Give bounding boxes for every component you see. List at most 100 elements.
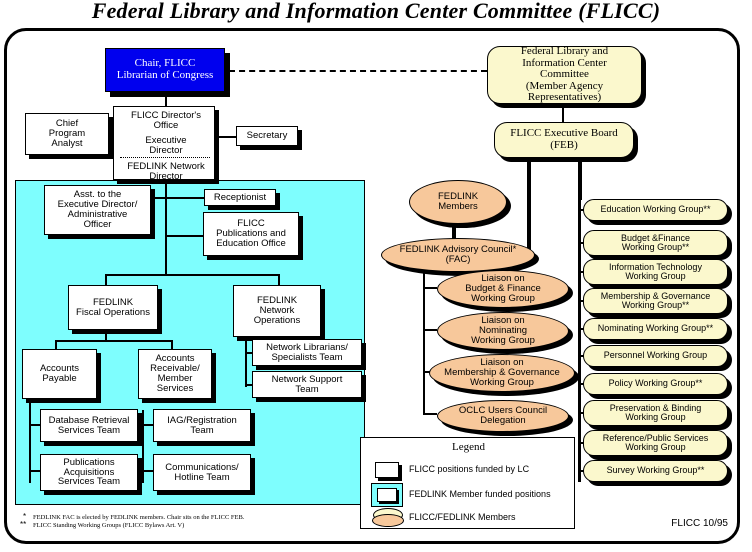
connector-fac-to-budget (423, 287, 437, 289)
node-communications-hotline-team[interactable]: Communications/Hotline Team (153, 454, 251, 491)
footnote-mark-1: ** (20, 520, 27, 529)
connector-fac-to-nominating (423, 329, 437, 331)
connector-directors-to-secretary (214, 136, 236, 138)
legend: Legend FLICC positions funded by LC FEDL… (360, 437, 575, 529)
legend-label-fedlink-funded: FEDLINK Member funded positions (409, 489, 551, 499)
connector-netops-vertical (245, 337, 247, 387)
connector-chair-to-committee-dashed (229, 70, 487, 72)
legend-swatch-fedlink-funded (371, 483, 403, 507)
date-stamp: FLICC 10/95 (671, 518, 728, 529)
node-secretary-label: Secretary (246, 130, 288, 142)
node-receptionist[interactable]: Receptionist (204, 189, 276, 206)
connector-wg-stub-7 (578, 412, 586, 414)
connector-to-accounts-payable (55, 340, 57, 349)
connector-chair-to-directors (165, 92, 167, 106)
legend-swatch-peach-oval (372, 514, 404, 527)
node-network-librarians-specialists-team[interactable]: Network Librarians/Specialists Team (252, 339, 362, 366)
connector-fiscal-children-split (55, 340, 173, 342)
legend-label-lc-funded: FLICC positions funded by LC (409, 464, 530, 474)
connector-down-network (278, 274, 280, 285)
footnote-0: FEDLINK FAC is elected by FEDLINK member… (33, 514, 245, 521)
node-fedlink-advisory-council[interactable]: FEDLINK Advisory Council*(FAC) (381, 238, 535, 272)
working-group-9-label: Survey Working Group** (606, 465, 705, 476)
node-flicc-executive-board[interactable]: FLICC Executive Board(FEB) (494, 122, 634, 158)
node-working-group-5[interactable]: Personnel Working Group (583, 345, 728, 367)
connector-ar-to-communications (142, 470, 154, 472)
connector-wg-stub-9 (578, 470, 586, 472)
connector-netops-to-librarians (245, 352, 257, 354)
node-working-group-4[interactable]: Nominating Working Group** (583, 318, 728, 340)
connector-to-receptionist (152, 197, 204, 199)
connector-ops-split (105, 274, 280, 276)
connector-down-fiscal (105, 274, 107, 285)
connector-feb-to-fac (527, 158, 531, 254)
node-working-group-9[interactable]: Survey Working Group** (583, 460, 728, 482)
working-group-4-label: Nominating Working Group** (597, 323, 714, 334)
node-fac-label: FEDLINK Advisory Council*(FAC) (399, 244, 517, 265)
connector-ap-to-publications (29, 470, 41, 472)
connector-netops-to-support (245, 384, 257, 386)
node-network-librarians-label: Network Librarians/Specialists Team (266, 341, 348, 363)
connector-fac-to-oclc (423, 413, 437, 415)
node-secretary[interactable]: Secretary (236, 126, 298, 146)
footnote-mark-0: * (23, 512, 27, 521)
connector-wg-stub-4 (578, 328, 586, 330)
connector-to-accounts-receivable (171, 340, 173, 349)
node-working-group-6[interactable]: Policy Working Group** (583, 373, 728, 395)
node-receptionist-label: Receptionist (213, 191, 267, 203)
connector-wg-stub-3 (578, 300, 586, 302)
node-working-group-0[interactable]: Education Working Group** (583, 199, 728, 221)
directors-office-divider (120, 157, 210, 158)
connector-to-publications-office (165, 235, 203, 237)
connector-ar-vertical (142, 410, 144, 483)
connector-ar-to-iag (142, 424, 154, 426)
connector-members-to-fac (452, 224, 456, 242)
connector-fac-spine (423, 272, 425, 415)
connector-directors-spine (165, 172, 167, 274)
working-group-5-label: Personnel Working Group (603, 350, 708, 361)
